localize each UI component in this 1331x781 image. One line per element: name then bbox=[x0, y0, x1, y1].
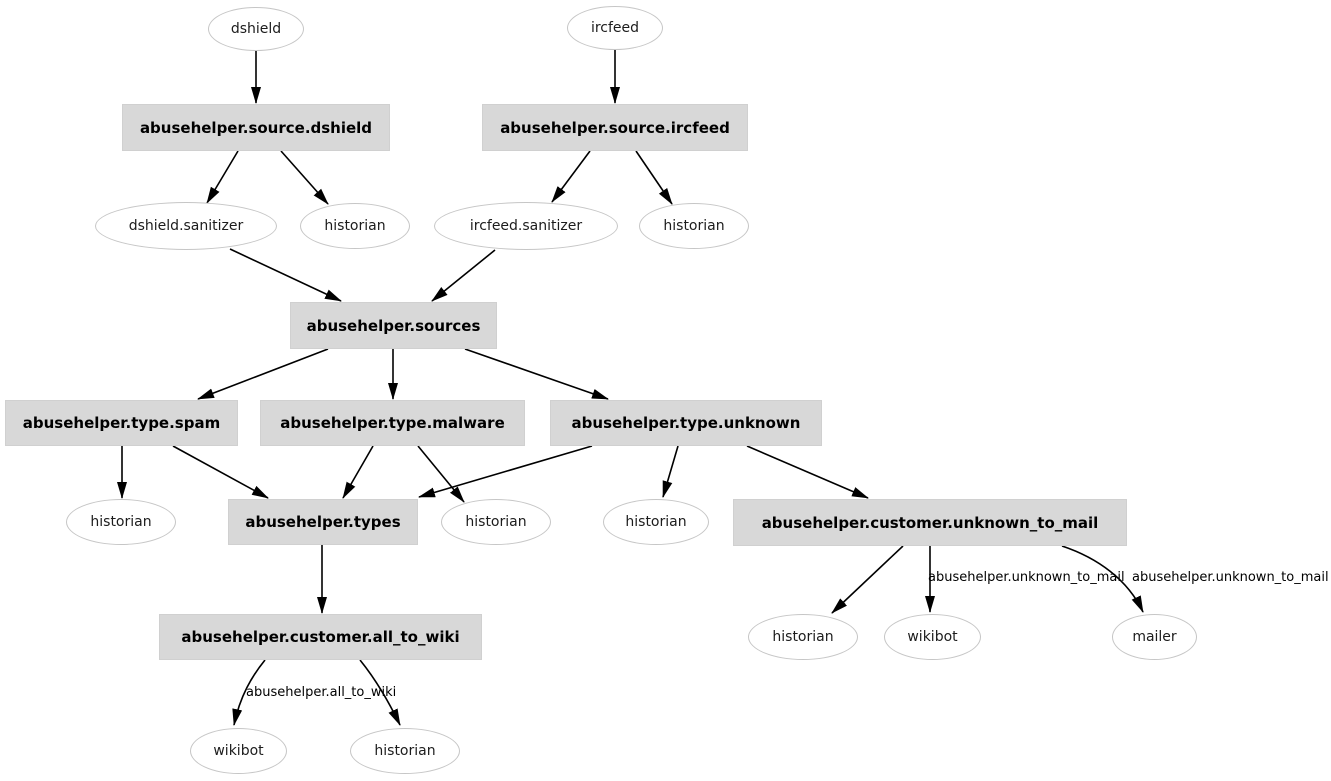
node-label: abusehelper.type.spam bbox=[22, 414, 221, 432]
edge-label-unknown-to-mail-mailer: abusehelper.unknown_to_mail bbox=[1132, 570, 1329, 585]
node-abusehelper-customer-unknown-to-mail[interactable]: abusehelper.customer.unknown_to_mail bbox=[733, 499, 1127, 546]
node-abusehelper-sources[interactable]: abusehelper.sources bbox=[290, 302, 497, 349]
node-label: abusehelper.customer.all_to_wiki bbox=[181, 628, 460, 646]
edge-type-unknown-to-types bbox=[418, 445, 593, 498]
node-ircfeed-sanitizer[interactable]: ircfeed.sanitizer bbox=[434, 202, 618, 250]
node-abusehelper-type-spam[interactable]: abusehelper.type.spam bbox=[5, 400, 238, 446]
node-abusehelper-type-malware[interactable]: abusehelper.type.malware bbox=[260, 400, 525, 446]
node-ircfeed[interactable]: ircfeed bbox=[567, 6, 663, 50]
node-label: abusehelper.sources bbox=[306, 316, 481, 335]
node-historian-spam[interactable]: historian bbox=[66, 499, 176, 545]
node-abusehelper-type-unknown[interactable]: abusehelper.type.unknown bbox=[550, 400, 822, 446]
node-label: abusehelper.source.ircfeed bbox=[500, 118, 730, 137]
edge-ircfeed-sanitizer-to-sources bbox=[431, 249, 496, 302]
edge-unknown-to-mail-to-mailer bbox=[1061, 545, 1144, 613]
edge-type-malware-to-historian bbox=[417, 445, 465, 503]
node-label: wikibot bbox=[907, 629, 958, 645]
node-label: historian bbox=[465, 514, 527, 530]
edge-unknown-to-mail-to-historian bbox=[831, 545, 904, 614]
node-label: abusehelper.source.dshield bbox=[139, 118, 373, 137]
edge-all-to-wiki-to-historian bbox=[359, 659, 401, 726]
node-dshield[interactable]: dshield bbox=[208, 7, 304, 51]
node-abusehelper-source-ircfeed[interactable]: abusehelper.source.ircfeed bbox=[482, 104, 748, 151]
edge-source-ircfeed-to-historian bbox=[635, 150, 673, 205]
edge-source-ircfeed-to-ircfeed-sanitizer bbox=[551, 150, 591, 203]
node-label: historian bbox=[374, 743, 436, 759]
edge-source-dshield-to-historian bbox=[280, 150, 329, 205]
node-historian-dshield[interactable]: historian bbox=[300, 203, 410, 249]
edge-type-unknown-to-historian bbox=[662, 445, 679, 498]
edge-all-to-wiki-to-wikibot bbox=[232, 659, 266, 726]
edge-sources-to-type-spam bbox=[197, 348, 329, 400]
node-wikibot-wiki[interactable]: wikibot bbox=[190, 728, 287, 774]
edge-label-all-to-wiki-wikibot: abusehelper.all_to_wiki bbox=[246, 685, 397, 700]
edge-type-spam-to-types bbox=[172, 445, 269, 499]
node-label: dshield.sanitizer bbox=[128, 218, 244, 234]
node-label: historian bbox=[772, 629, 834, 645]
node-wikibot-mail[interactable]: wikibot bbox=[884, 614, 981, 660]
edge-type-unknown-to-unknown-to-mail bbox=[746, 445, 869, 499]
node-historian-malware[interactable]: historian bbox=[441, 499, 551, 545]
node-label: historian bbox=[663, 218, 725, 234]
node-label: ircfeed bbox=[590, 20, 640, 36]
node-label: abusehelper.type.unknown bbox=[571, 414, 801, 432]
node-dshield-sanitizer[interactable]: dshield.sanitizer bbox=[95, 202, 277, 250]
node-label: abusehelper.customer.unknown_to_mail bbox=[761, 513, 1099, 532]
node-abusehelper-customer-all-to-wiki[interactable]: abusehelper.customer.all_to_wiki bbox=[159, 614, 482, 660]
node-label: ircfeed.sanitizer bbox=[469, 218, 583, 234]
node-label: historian bbox=[90, 514, 152, 530]
node-abusehelper-types[interactable]: abusehelper.types bbox=[228, 499, 418, 545]
node-label: historian bbox=[625, 514, 687, 530]
edge-sources-to-type-unknown bbox=[464, 348, 609, 400]
node-label: dshield bbox=[230, 21, 282, 37]
edge-dshield-sanitizer-to-sources bbox=[229, 248, 342, 302]
node-historian-mail[interactable]: historian bbox=[748, 614, 858, 660]
node-historian-wiki[interactable]: historian bbox=[350, 728, 460, 774]
edge-source-dshield-to-dshield-sanitizer bbox=[206, 150, 239, 204]
node-label: abusehelper.types bbox=[245, 513, 401, 531]
node-label: wikibot bbox=[213, 743, 264, 759]
node-label: abusehelper.type.malware bbox=[280, 414, 505, 432]
node-historian-unknown[interactable]: historian bbox=[603, 499, 709, 545]
node-historian-ircfeed[interactable]: historian bbox=[639, 203, 749, 249]
edge-type-malware-to-types bbox=[342, 445, 374, 499]
node-abusehelper-source-dshield[interactable]: abusehelper.source.dshield bbox=[122, 104, 390, 151]
node-label: historian bbox=[324, 218, 386, 234]
node-label: mailer bbox=[1132, 629, 1177, 645]
node-mailer[interactable]: mailer bbox=[1112, 614, 1197, 660]
edge-label-unknown-to-mail-wikibot: abusehelper.unknown_to_mail bbox=[928, 570, 1125, 585]
